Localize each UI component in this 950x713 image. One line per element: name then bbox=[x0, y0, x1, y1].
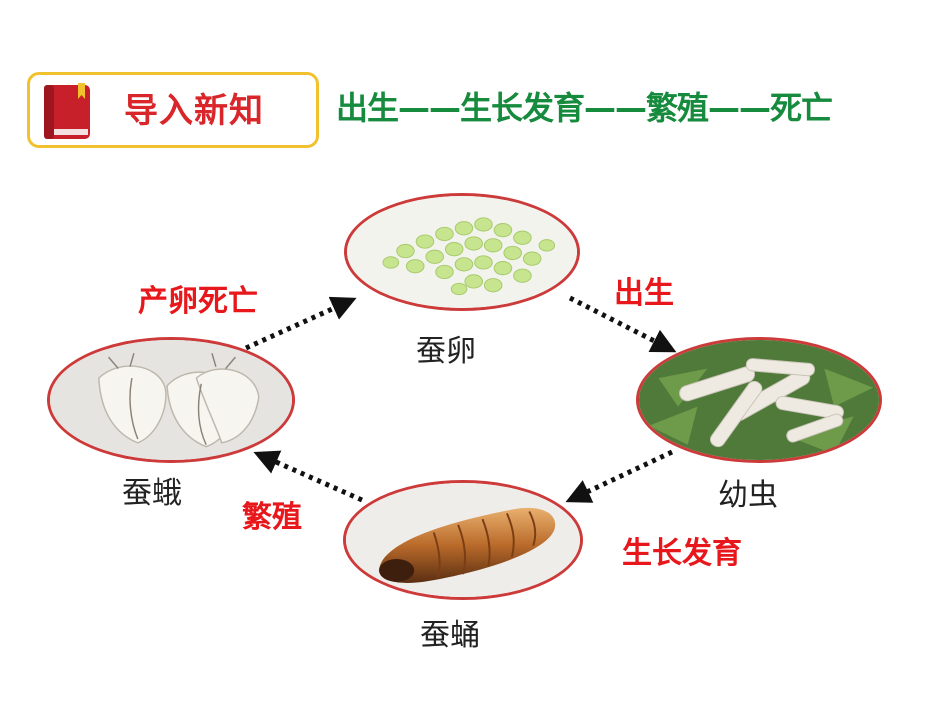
stage-pupa-label: 蚕蛹 bbox=[420, 618, 480, 653]
stage-egg-label: 蚕卵 bbox=[416, 334, 476, 369]
arrow-moth-to-egg bbox=[244, 296, 357, 351]
section-header: 导入新知 bbox=[27, 72, 319, 148]
stage-pupa-image bbox=[343, 480, 583, 600]
arrow-pupa-to-moth bbox=[253, 450, 364, 503]
stage-moth-label: 蚕蛾 bbox=[122, 476, 182, 511]
book-icon bbox=[44, 83, 90, 139]
life-cycle-flow-text: 出生——生长发育——繁殖——死亡 bbox=[336, 89, 833, 127]
transition-moth-to-egg-label: 产卵死亡 bbox=[138, 284, 258, 319]
transition-pupa-to-moth-label: 繁殖 bbox=[242, 500, 302, 535]
stage-moth-image bbox=[47, 337, 295, 463]
arrow-larva-to-pupa bbox=[565, 449, 674, 503]
transition-larva-to-pupa-label: 生长发育 bbox=[622, 536, 742, 571]
stage-egg-image bbox=[344, 193, 580, 311]
transition-egg-to-larva-label: 出生 bbox=[614, 276, 674, 311]
stage-larva-label: 幼虫 bbox=[718, 478, 778, 513]
header-title: 导入新知 bbox=[124, 91, 264, 131]
stage-larva-image bbox=[636, 337, 882, 463]
